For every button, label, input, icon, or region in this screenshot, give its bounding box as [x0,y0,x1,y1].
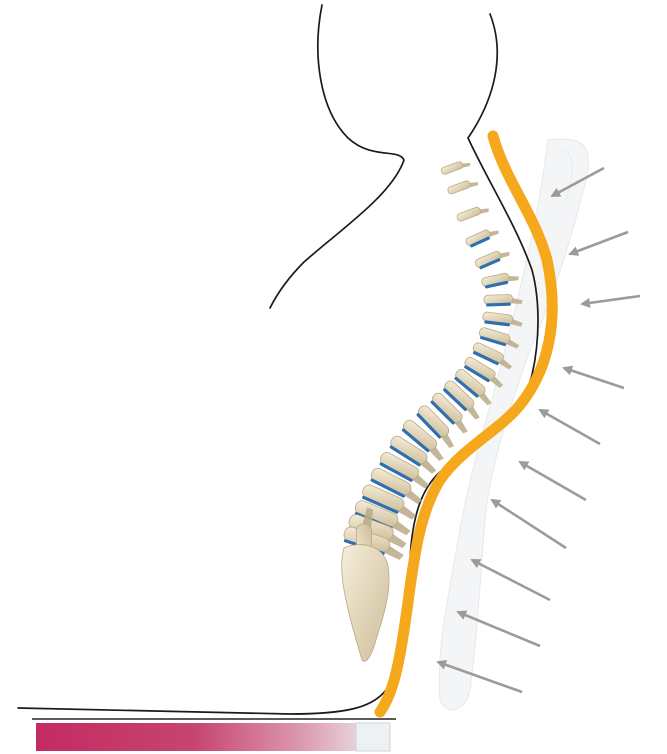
vertebra [481,271,520,290]
seat-gradient-bar-end [356,723,390,751]
pressure-arrow [540,410,600,444]
vertebra [456,203,490,222]
vertebra [465,225,500,248]
sacrum [342,545,389,662]
seat-gradient-bar [36,723,390,751]
head-outline [270,5,404,308]
pressure-arrow [582,296,640,304]
pressure-arrow [492,500,566,548]
pressure-arrow [472,560,550,600]
vertebra [447,177,479,195]
pressure-arrow [570,232,628,254]
vertebra [440,158,471,175]
vertebra [474,246,511,270]
pressure-arrow [564,368,624,388]
pressure-arrow [520,462,586,500]
